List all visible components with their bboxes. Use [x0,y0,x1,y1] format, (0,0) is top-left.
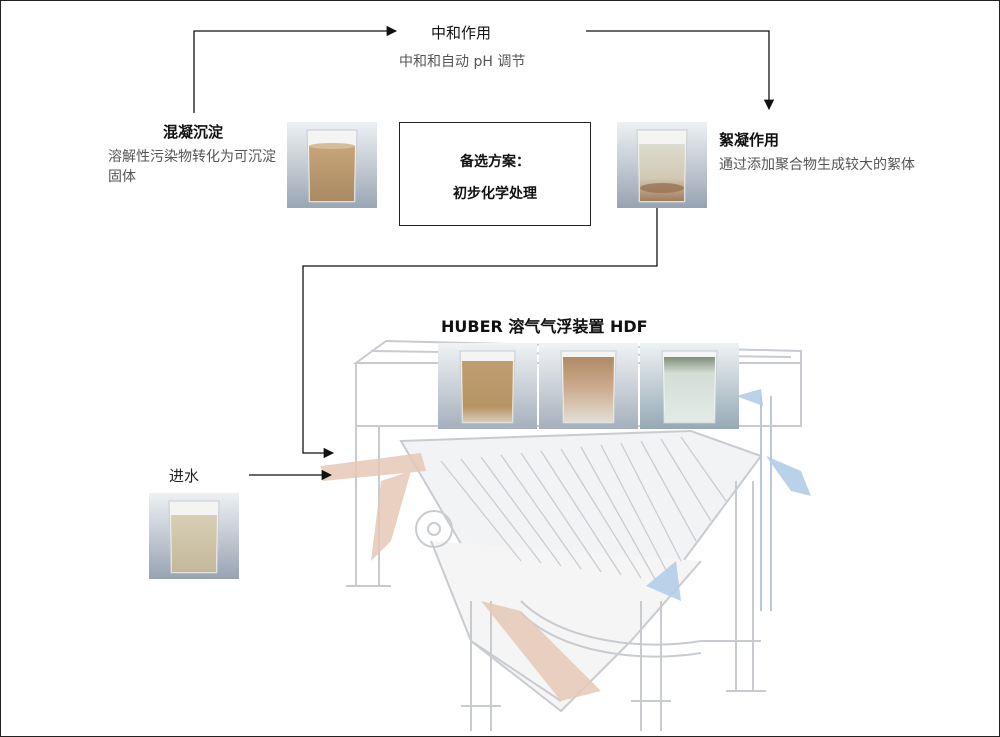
flocculation-desc: 通过添加聚合物生成较大的絮体 [719,157,915,173]
alternative-box: 备选方案： 初步化学处理 [399,122,591,226]
coagulation-title: 混凝沉淀 [163,123,224,141]
neutralization-title: 中和作用 [431,24,492,42]
inflow-title: 进水 [169,467,200,485]
hdf-beaker-photo-1 [438,343,537,429]
neutralization-desc: 中和和自动 pH 调节 [399,54,526,70]
hdf-beaker-photo-3 [640,343,739,429]
hdf-beaker-photo-2 [539,343,638,429]
alternative-title: 备选方案： [460,154,530,170]
coagulation-desc: 溶解性污染物转化为可沉淀固体 [108,149,276,185]
flocculation-beaker-photo [617,122,707,208]
arrow-coagulation-to-neutralization [193,25,398,113]
hdf-title: HUBER 溶气气浮装置 HDF [441,317,648,336]
arrow-flocculation-to-hdf [302,208,658,459]
alternative-desc: 初步化学处理 [453,186,537,202]
arrow-neutralization-to-flocculation [586,30,775,111]
coagulation-beaker-photo [287,122,377,208]
flocculation-title: 絮凝作用 [719,131,780,149]
inflow-beaker-photo [149,493,239,579]
